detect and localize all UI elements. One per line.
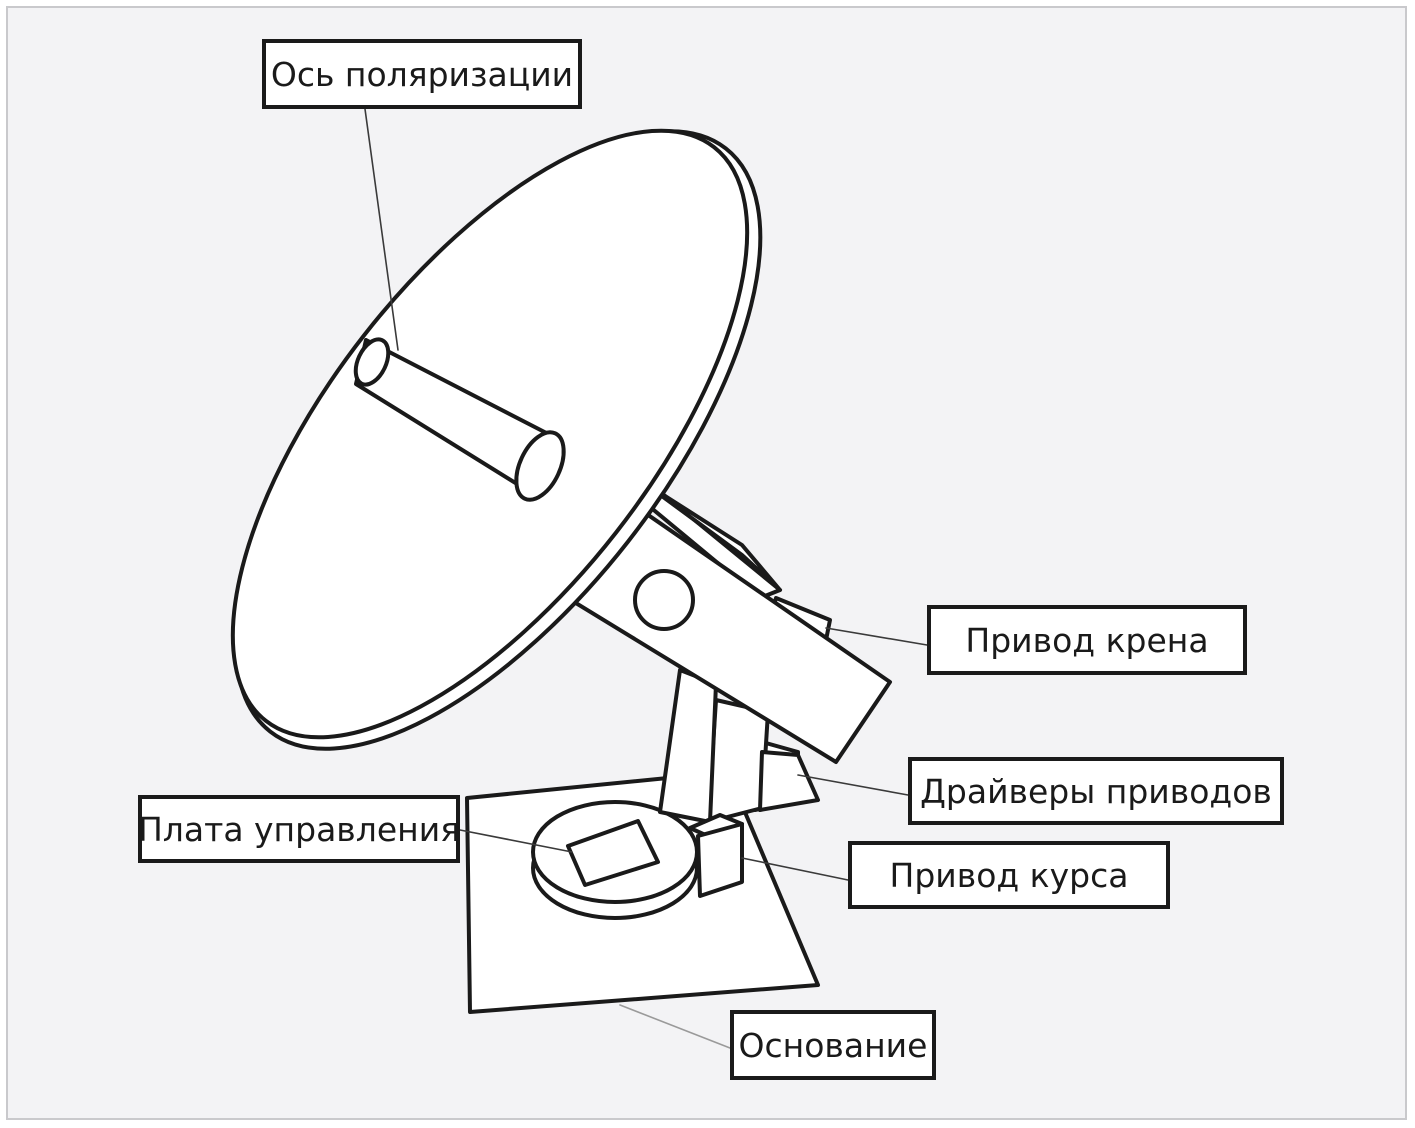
leader-base	[619, 1004, 731, 1049]
course-drive-front	[696, 822, 744, 898]
drivers-box	[758, 750, 820, 812]
label-polarization-axis: Ось поляризации	[262, 39, 582, 109]
control-board	[566, 819, 660, 887]
leader-roll	[825, 627, 928, 646]
leader-board	[459, 829, 573, 853]
label-control-board: Плата управления	[138, 795, 460, 863]
polar-tube-collar	[514, 430, 566, 502]
label-roll-drive: Привод крена	[927, 605, 1247, 675]
leader-drivers	[797, 774, 909, 796]
support-post-left	[658, 668, 718, 824]
roll-axis-hole	[633, 569, 695, 631]
roll-drive-top-edge	[638, 478, 782, 592]
label-course-drive: Привод курса	[848, 841, 1170, 909]
label-drive-drivers: Драйверы приводов	[908, 757, 1284, 825]
leader-course	[741, 857, 849, 881]
label-base: Основание	[730, 1010, 936, 1080]
leader-polarization	[364, 108, 399, 351]
polar-tube-end	[353, 337, 391, 387]
